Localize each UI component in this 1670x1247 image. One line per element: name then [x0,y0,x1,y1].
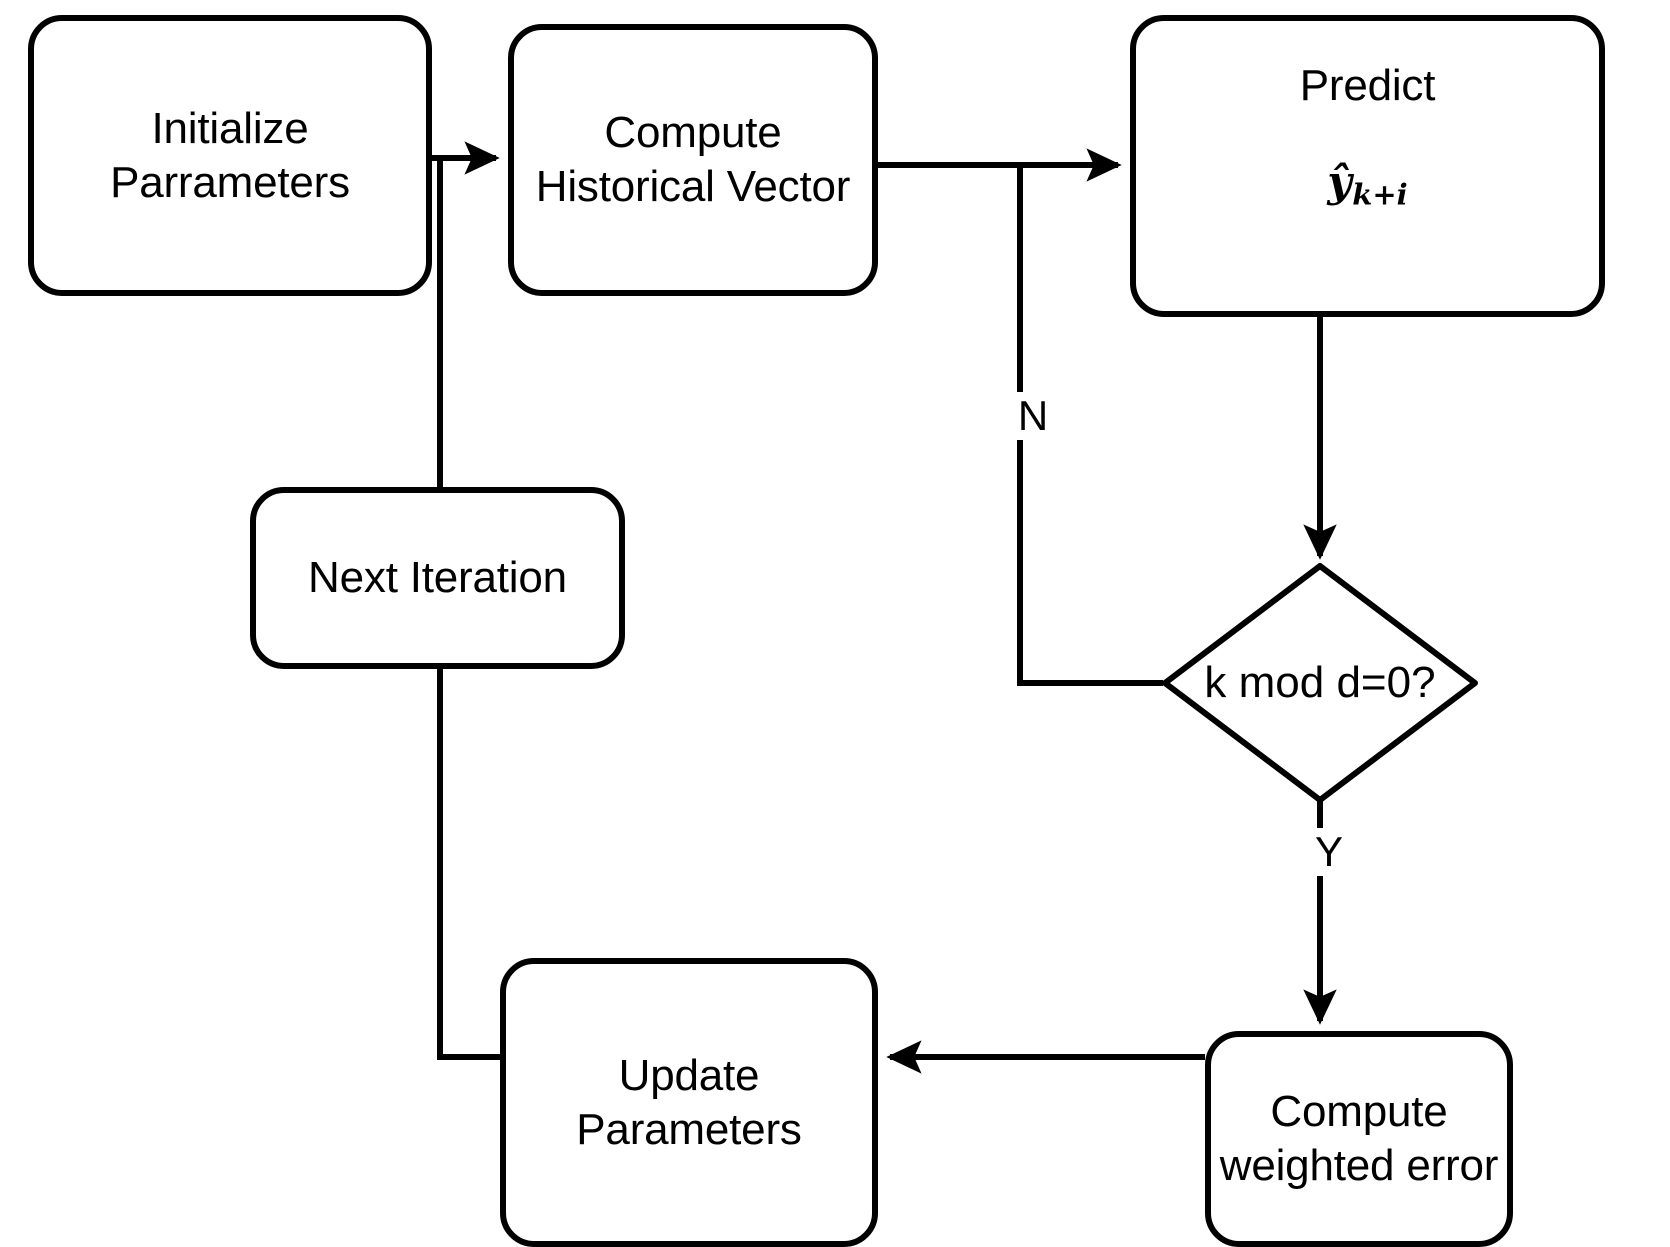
node-decision-label: k mod d=0? [1204,658,1436,707]
diamond-shape [1162,563,1478,803]
node-compute-historical-vector[interactable]: Compute Historical Vector [508,24,878,296]
node-next-iteration-label: Next Iteration [308,553,567,603]
node-predict[interactable]: Predict ŷk+i [1130,15,1605,317]
node-decision-k-mod-d[interactable]: k mod d=0? [1160,561,1480,805]
edge-decision-no-to-historical [1017,165,1163,686]
node-predict-label: Predict [1299,61,1436,110]
edge-label-no: N [1000,392,1066,440]
edge-label-yes: Y [1296,828,1362,876]
formula-subscript: k+i [1352,177,1408,212]
node-compute-weighted-error[interactable]: Compute weighted error [1205,1031,1513,1247]
node-initialize-parameters-label: Initialize Parrameters [110,103,350,207]
node-initialize-parameters[interactable]: Initialize Parrameters [28,15,432,296]
formula-base: ŷ [1327,156,1353,206]
node-compute-historical-vector-label: Compute Historical Vector [535,108,851,211]
node-next-iteration[interactable]: Next Iteration [250,487,625,669]
node-compute-weighted-error-label: Compute weighted error [1219,1087,1499,1190]
node-predict-formula: ŷk+i [1327,157,1407,212]
node-update-parameters-label: Update Parameters [576,1050,802,1154]
node-update-parameters[interactable]: Update Parameters [500,958,878,1247]
